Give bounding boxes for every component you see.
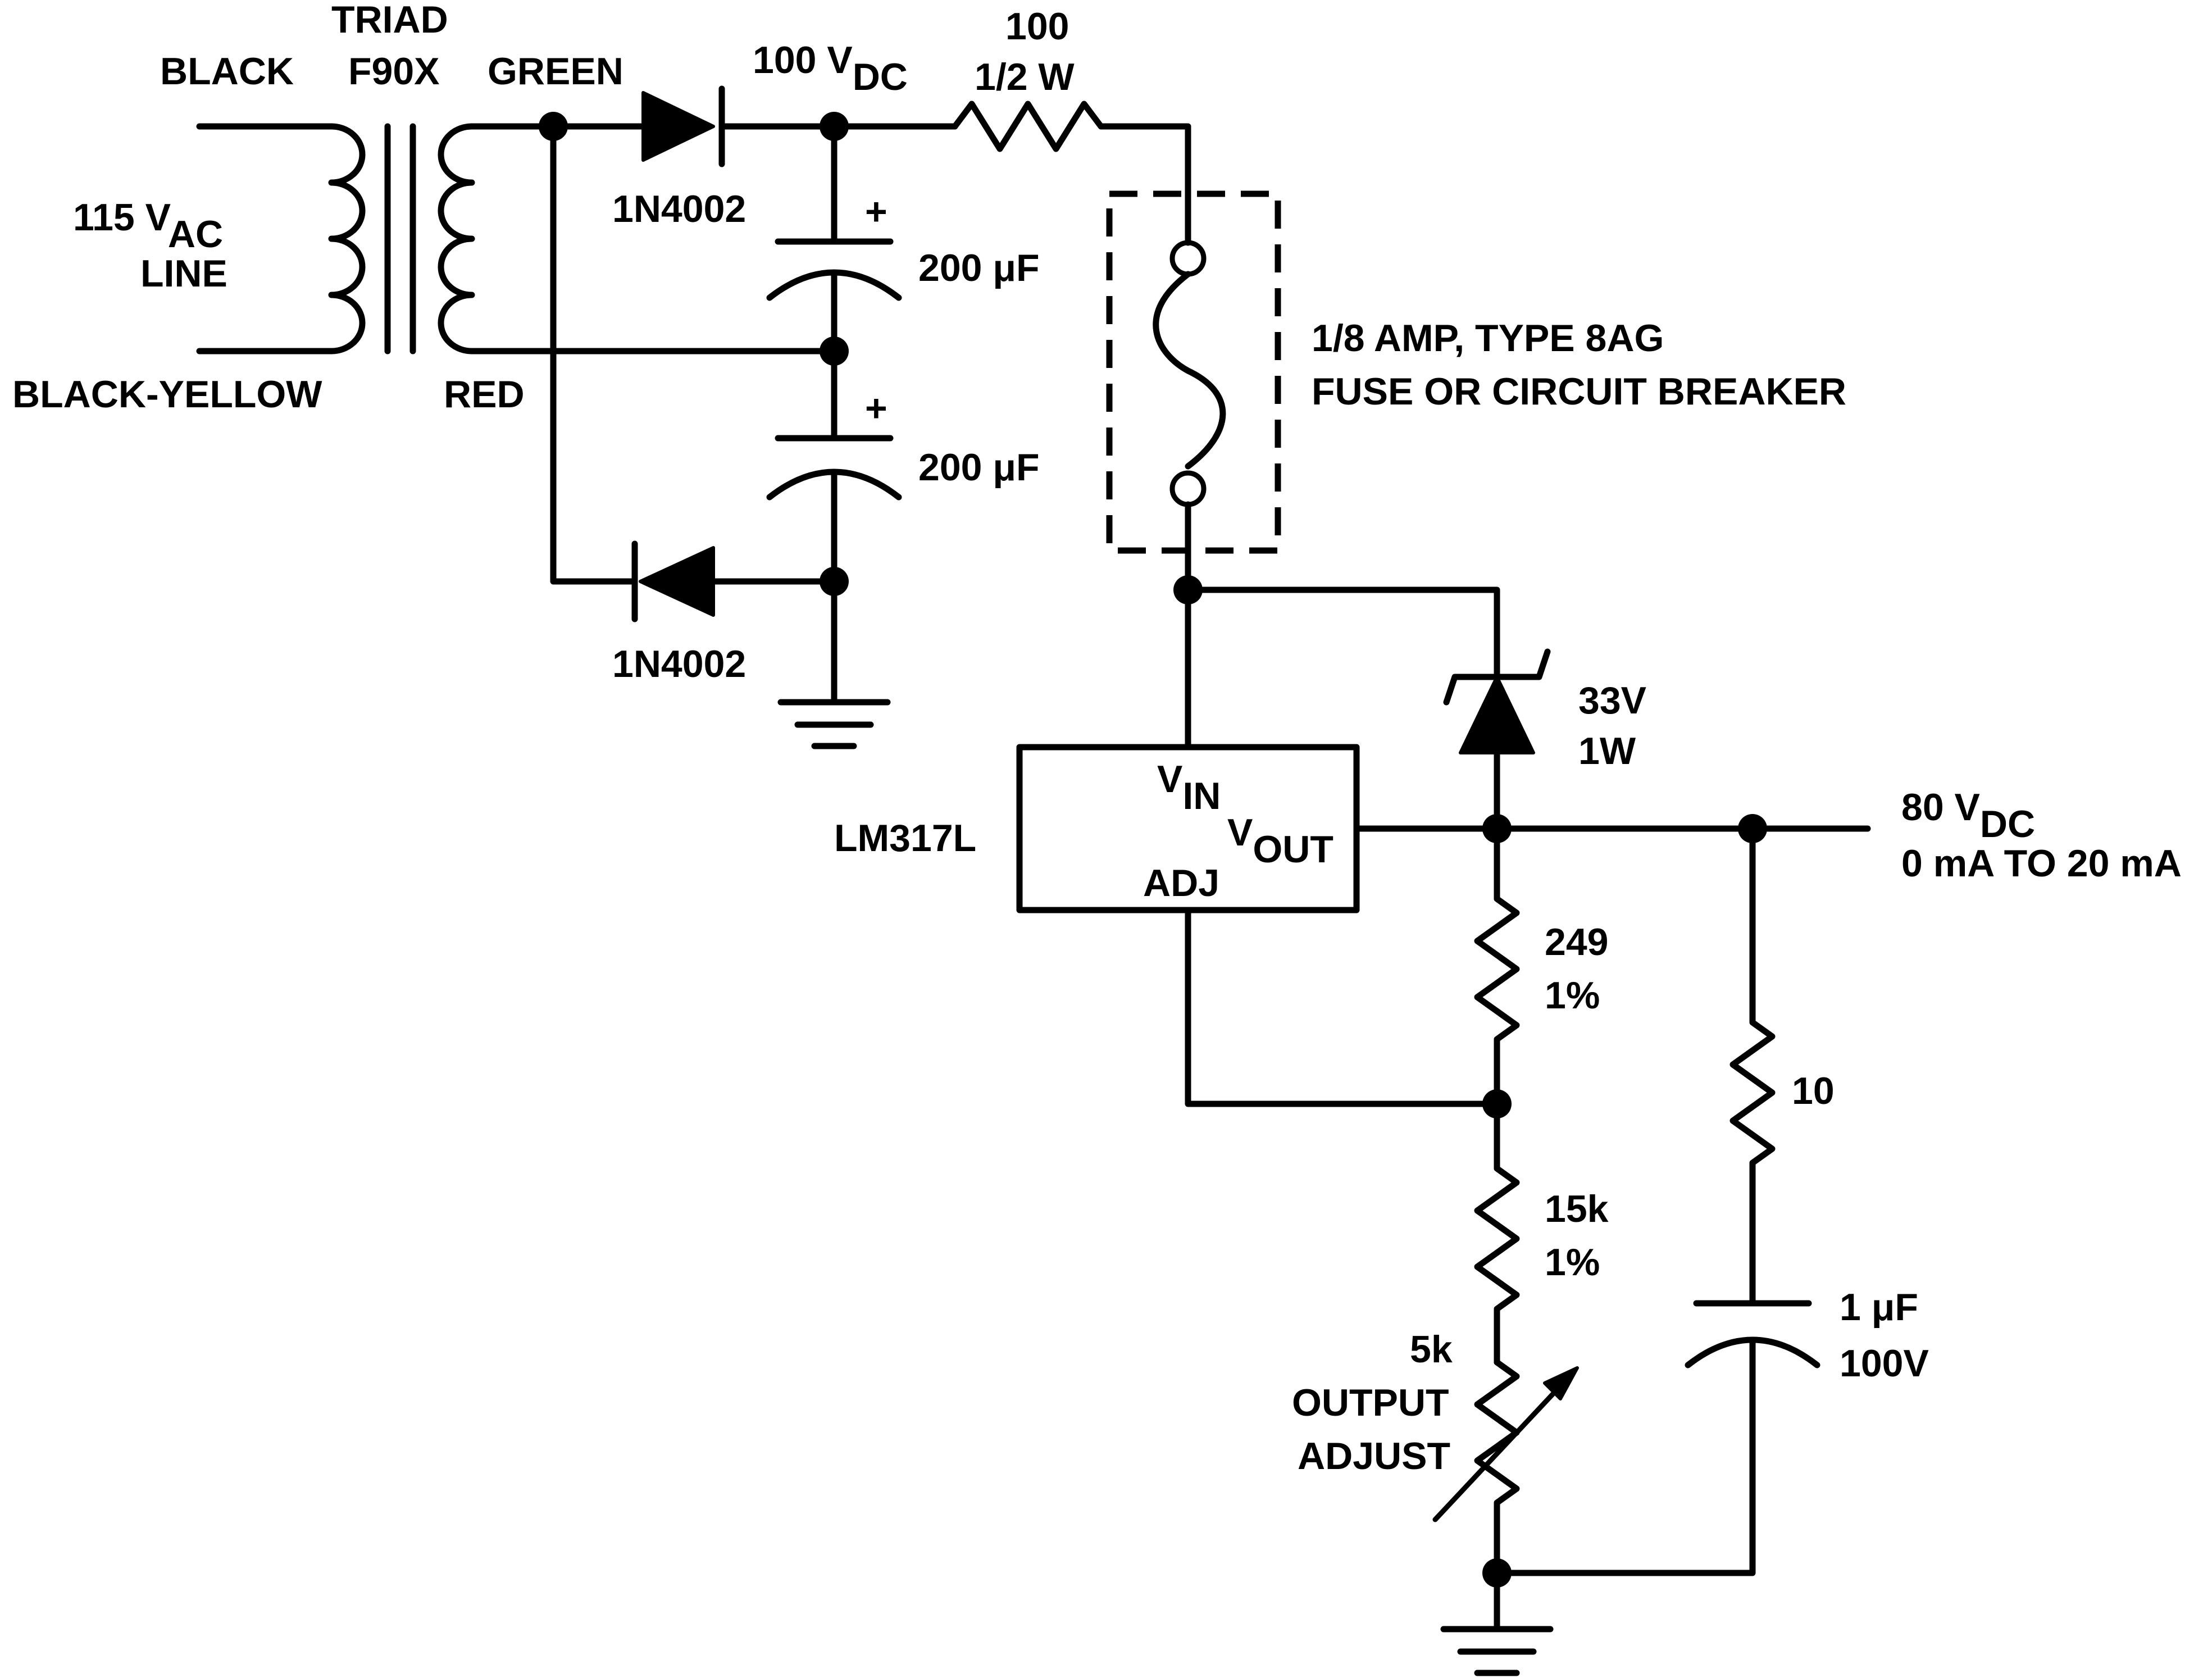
potentiometer-5k: 5k OUTPUT ADJUST: [1292, 1328, 1579, 1576]
resistor-249-tolerance: 1%: [1545, 974, 1600, 1017]
vout-sub: OUT: [1253, 828, 1333, 871]
fuse: 1/8 AMP, TYPE 8AG FUSE OR CIRCUIT BREAKE…: [1106, 185, 1846, 751]
zener-triangle: [1459, 675, 1535, 754]
resistor-15k-value: 15k: [1545, 1188, 1609, 1230]
transformer-name-line1: TRIAD: [331, 0, 448, 41]
diode-bottom-symbol: [639, 546, 715, 617]
svg-text:80 VDC: 80 VDC: [1901, 786, 2035, 845]
resistor-100-zigzag: [952, 101, 1191, 192]
resistor-249-zigzag: [1474, 825, 1520, 1107]
svg-text:100 VDC: 100 VDC: [753, 39, 908, 98]
resistor-249: 249 1%: [1474, 825, 1608, 1107]
resistor-15k-zigzag: [1474, 1101, 1520, 1366]
regulator-part: LM317L: [834, 817, 976, 860]
ground-symbol-right: [1440, 1626, 1554, 1676]
resistor-10-zigzag: [1729, 825, 1776, 1307]
node-voltage-main: 100 V: [753, 39, 853, 81]
line-input-label: 115 VAC LINE: [73, 196, 227, 295]
zener-power: 1W: [1578, 730, 1636, 772]
pot-arrow-head: [1543, 1366, 1579, 1400]
cap-bottom-value: 200 μF: [918, 446, 1040, 489]
fuse-terminal-bottom: [1169, 470, 1207, 507]
regulator-lm317l: LM317L VIN VOUT ADJ: [834, 744, 1360, 913]
line-voltage-sub: AC: [168, 213, 223, 256]
vout-main: V: [1227, 811, 1253, 854]
pot-arrow-shaft: [1432, 1382, 1564, 1522]
output-current-range: 0 mA TO 20 mA: [1901, 842, 2182, 885]
resistor-100-rating: 1/2 W: [975, 56, 1075, 98]
wire-left-vertical: [550, 123, 638, 585]
primary-coil: [328, 123, 366, 354]
series-resistor: 100 1/2 W: [952, 5, 1191, 192]
line-label: LINE: [140, 252, 227, 295]
pot-label-line1: OUTPUT: [1292, 1381, 1449, 1424]
primary-top-wire-label: BLACK: [160, 50, 294, 93]
wire-adj: [1185, 907, 1500, 1107]
secondary-coil: [438, 123, 475, 354]
zener-voltage: 33V: [1578, 679, 1646, 722]
resistor-10-value: 10: [1792, 1070, 1835, 1112]
cap-top-value: 200 μF: [918, 247, 1040, 289]
fuse-element: [1153, 271, 1226, 470]
cap-1uf-rating: 100V: [1840, 1342, 1929, 1385]
cap-1uf-value: 1 μF: [1840, 1286, 1918, 1329]
vin-main: V: [1157, 758, 1182, 801]
svg-text:115 VAC: 115 VAC: [73, 196, 223, 256]
primary-bottom-wire-label: BLACK-YELLOW: [12, 373, 322, 416]
diode-top-label: 1N4002: [612, 188, 746, 230]
svg-text:VIN: VIN: [1157, 758, 1221, 817]
cap-bottom-plus: +: [865, 387, 887, 430]
junction-diode-bottom: [820, 567, 849, 596]
transformer: TRIAD F90X BLACK BLACK-YELLOW GREEN RED: [12, 0, 623, 416]
output-voltage-main: 80 V: [1901, 786, 1980, 829]
output-rc-branch: 10 1 μF 100V: [1494, 825, 1929, 1576]
zener-diode: 33V 1W: [1185, 586, 1646, 832]
wire-zener-top: [1185, 586, 1500, 680]
ground-symbol-left: [777, 699, 891, 749]
secondary-top-wire-label: GREEN: [488, 50, 623, 93]
rectifier: 1N4002 100 VDC + 200 μF + 200 μF 1N4002: [468, 39, 1040, 749]
adj-label: ADJ: [1143, 862, 1219, 904]
resistor-15k-tolerance: 1%: [1545, 1241, 1600, 1284]
resistor-100-value: 100: [1005, 5, 1069, 48]
transformer-name-line2: F90X: [348, 50, 440, 93]
diode-top-symbol: [641, 91, 715, 162]
resistor-249-value: 249: [1545, 921, 1608, 963]
pot-zigzag: [1474, 1359, 1520, 1576]
node-voltage-sub: DC: [853, 56, 908, 98]
svg-text:VOUT: VOUT: [1227, 811, 1333, 871]
resistor-15k: 15k 1%: [1474, 1101, 1609, 1366]
vin-sub: IN: [1182, 775, 1221, 817]
cap-top-plus: +: [865, 190, 887, 233]
line-voltage-main: 115 V: [73, 196, 171, 239]
secondary-bottom-wire-label: RED: [444, 373, 525, 416]
diode-bottom-label: 1N4002: [612, 643, 746, 685]
output-voltage-sub: DC: [1980, 803, 2035, 845]
fuse-terminal-top: [1169, 240, 1207, 277]
fuse-label-line2: FUSE OR CIRCUIT BREAKER: [1312, 370, 1846, 413]
wire-cap-1uf-bottom: [1494, 1339, 1756, 1576]
output-rail: 80 VDC 0 mA TO 20 mA: [1353, 786, 2182, 885]
pot-label-line2: ADJUST: [1298, 1435, 1450, 1477]
pot-value: 5k: [1410, 1328, 1453, 1371]
fuse-label-line1: 1/8 AMP, TYPE 8AG: [1312, 317, 1664, 360]
